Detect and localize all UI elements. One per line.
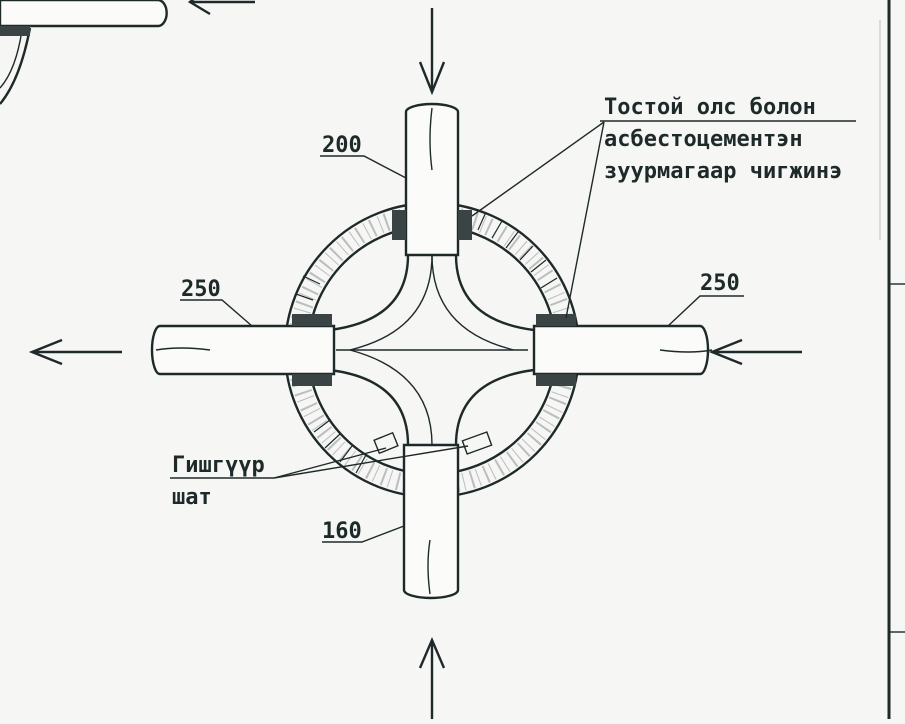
leader-lines (170, 120, 856, 543)
pipe-right-250 (532, 324, 713, 376)
ladder-label-line-2: шат (172, 485, 212, 510)
dim-label-right: 250 (700, 271, 740, 296)
note-line-1: Тостой олс болон (604, 95, 816, 120)
partial-detail-top-left (0, 0, 255, 105)
ladder-label-line-1: Гишгүүр (172, 453, 265, 478)
dim-label-top: 200 (322, 133, 362, 158)
dim-label-left: 250 (181, 277, 221, 302)
ladder-steps (373, 431, 493, 455)
dim-label-bottom: 160 (322, 519, 362, 544)
arrow-right-in (708, 338, 802, 366)
title-block-frame (879, 0, 905, 719)
note-line-3: зуурмагаар чигжинэ (604, 159, 842, 184)
note-line-2: асбестоцементэн (604, 127, 803, 152)
arrow-left-out (28, 338, 122, 366)
arrow-top-in (418, 8, 446, 96)
seal-blocks (292, 210, 576, 386)
flow-tray (329, 254, 535, 446)
pipe-top-200 (404, 102, 460, 257)
pipe-left-250 (150, 324, 336, 376)
pipe-bottom-160 (402, 443, 460, 600)
arrow-bottom-in (418, 636, 446, 719)
